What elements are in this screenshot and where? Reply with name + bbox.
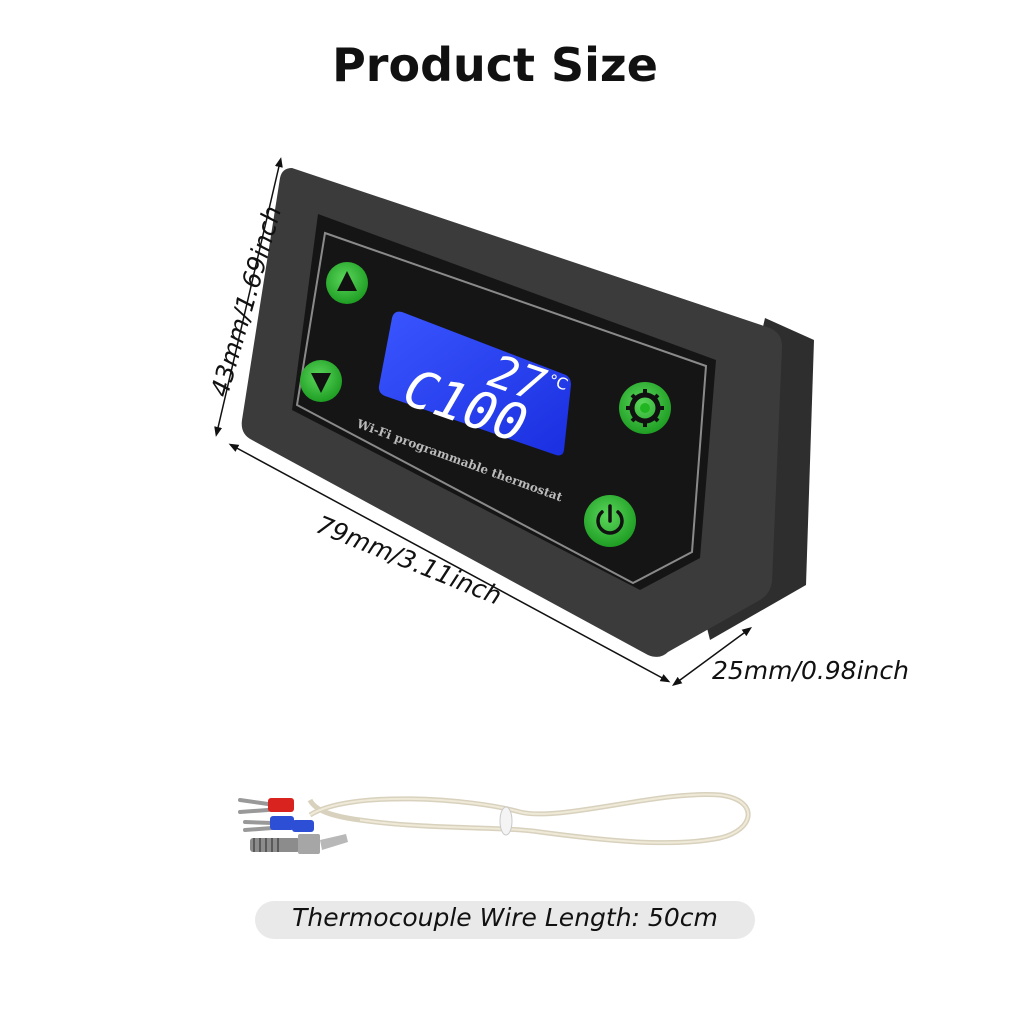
settings-button bbox=[619, 382, 671, 434]
power-icon bbox=[596, 504, 624, 535]
arrow-up-icon bbox=[337, 271, 357, 291]
gear-icon bbox=[629, 392, 661, 424]
page-title: Product Size bbox=[332, 38, 658, 92]
width-arrow bbox=[228, 443, 671, 683]
wire-length-caption: Thermocouple Wire Length: 50cm bbox=[292, 903, 718, 932]
arrow-down-icon bbox=[311, 373, 331, 393]
depth-arrow bbox=[671, 627, 753, 686]
height-arrow bbox=[214, 157, 283, 437]
down-button bbox=[300, 360, 342, 402]
lcd-screen bbox=[378, 311, 571, 456]
caption-pill bbox=[255, 901, 755, 939]
power-button bbox=[584, 495, 636, 547]
up-button bbox=[326, 262, 368, 304]
depth-dimension-label: 25mm/0.98inch bbox=[712, 656, 909, 685]
thermocouple-probe bbox=[238, 791, 751, 854]
